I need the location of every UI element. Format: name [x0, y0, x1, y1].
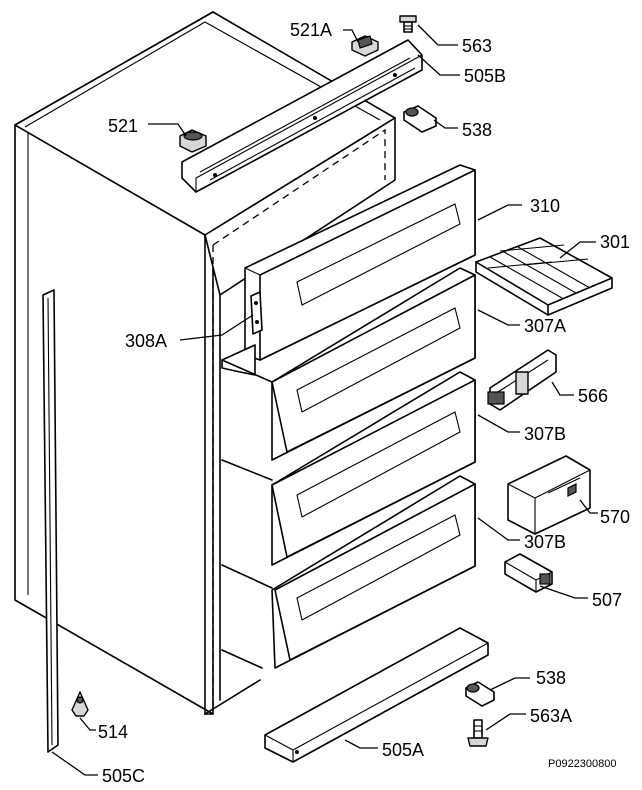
screw-563 [399, 15, 417, 33]
part-507 [504, 553, 553, 593]
part-514 [71, 691, 89, 717]
label-570: 570 [600, 507, 630, 527]
bottom-hinge-bar [264, 627, 489, 763]
label-538-bottom: 538 [536, 668, 566, 688]
label-507: 507 [592, 590, 622, 610]
label-538-top: 538 [462, 120, 492, 140]
label-505a: 505A [382, 740, 424, 760]
top-hinge-bar [181, 39, 423, 193]
reference-code: P0922300800 [548, 758, 617, 770]
label-566: 566 [578, 386, 608, 406]
label-307b-upper: 307B [524, 424, 566, 444]
hinge-cap-538-bottom [465, 681, 495, 707]
label-514: 514 [98, 722, 128, 742]
drawer-307b-lower [221, 475, 476, 669]
label-563: 563 [462, 36, 492, 56]
hinge-pin-521 [179, 129, 207, 153]
label-307a: 307A [524, 316, 566, 336]
label-505c: 505C [102, 766, 145, 786]
label-521a: 521A [290, 20, 332, 40]
label-505b: 505B [464, 66, 506, 86]
bottle-shelf-570 [507, 455, 591, 535]
label-308a: 308A [125, 331, 167, 351]
drawer-307b-upper [221, 371, 476, 566]
label-310: 310 [530, 196, 560, 216]
part-566 [487, 349, 557, 411]
label-301: 301 [600, 232, 630, 252]
label-521: 521 [108, 116, 138, 136]
handle-308a [250, 291, 263, 335]
hinge-pin-521a [351, 35, 379, 57]
label-563a: 563A [530, 706, 572, 726]
ice-tray-301 [475, 237, 613, 316]
screw-563a [467, 719, 489, 747]
cabinet-body [14, 11, 396, 715]
label-307b-lower: 307B [524, 532, 566, 552]
drawer-307a [221, 267, 476, 461]
part-labels: 521A 563 505B 521 538 310 301 308A 307A … [98, 20, 630, 786]
door-gasket [42, 289, 59, 753]
leader-lines [51, 24, 598, 776]
hinge-cap-538-top [403, 105, 437, 133]
